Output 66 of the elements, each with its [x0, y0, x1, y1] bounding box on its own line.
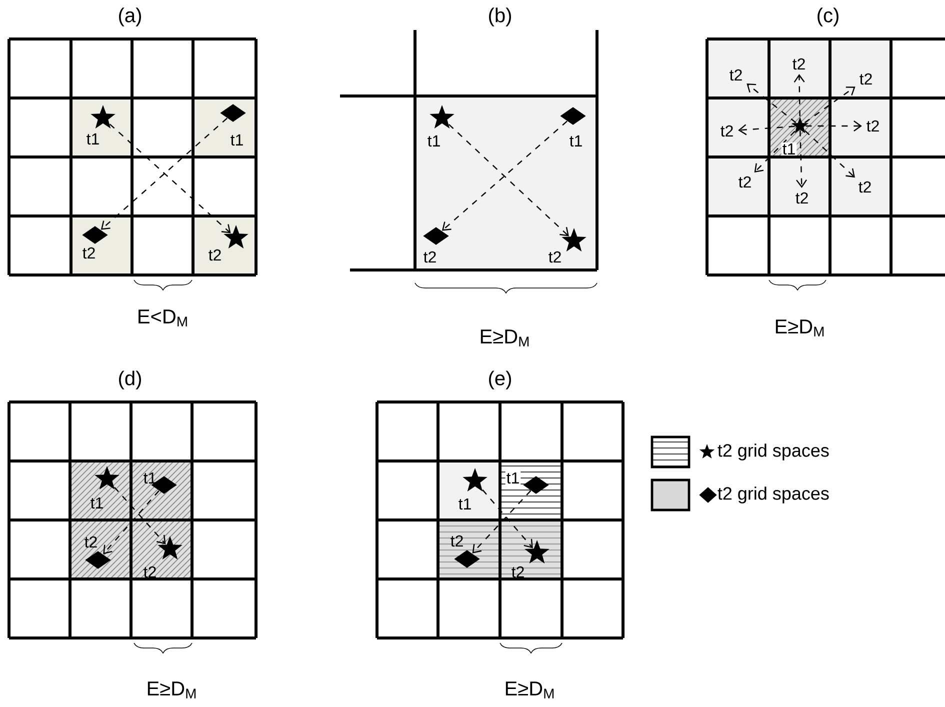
time-label: t2 [144, 566, 156, 578]
time-label: t2 [424, 251, 436, 263]
legend-label: t2 grid spaces [718, 444, 829, 460]
arrow [114, 486, 166, 544]
arrow [109, 124, 231, 234]
time-label: t2 [730, 69, 742, 81]
time-label: t1 [570, 135, 582, 147]
distance-label: E≥D$_{M}$ [480, 330, 529, 346]
diamond-marker [85, 551, 111, 569]
star-marker [224, 225, 248, 249]
distance-label: E≥D$_{M}$ [506, 682, 554, 698]
star-marker [94, 466, 120, 490]
panel-label: (e) [489, 370, 511, 390]
star-marker [524, 540, 550, 564]
diamond-marker [560, 107, 586, 125]
arrow [806, 120, 862, 132]
arrow [482, 489, 533, 548]
arrow [794, 74, 805, 116]
time-label: t2 [84, 536, 97, 548]
time-label: t2 [792, 58, 805, 70]
star-marker [158, 536, 182, 560]
star-marker [791, 117, 809, 134]
arrow [804, 86, 856, 124]
time-label: t2 [860, 73, 872, 85]
distance-label: E≥D$_{M}$ [776, 320, 824, 336]
panel-label: (a) [119, 8, 141, 26]
star-marker [462, 468, 488, 492]
arrow [746, 83, 796, 124]
time-label: t2 [738, 176, 751, 188]
arrow [738, 124, 795, 136]
time-label: t1 [458, 498, 471, 510]
time-label: t2 [858, 181, 871, 193]
time-label: t1 [90, 497, 103, 509]
arrow [804, 130, 855, 178]
arrow [796, 130, 807, 188]
star-marker [562, 228, 586, 252]
arrow [472, 490, 532, 554]
time-label: t2 [866, 120, 879, 132]
time-label: t2 [512, 566, 524, 578]
time-label: t2 [208, 249, 221, 261]
diamond-marker [220, 104, 246, 122]
arrow [103, 490, 160, 554]
diamond-marker [523, 476, 549, 494]
diamond-marker [454, 550, 480, 568]
legend-label: t2 grid spaces [718, 486, 829, 504]
time-label: t2 [796, 192, 808, 204]
time-label: t2 [720, 125, 733, 137]
time-label: t1 [144, 472, 156, 484]
time-label: t2 [450, 535, 463, 547]
arrow [754, 130, 796, 173]
panel-label: (b) [489, 8, 511, 26]
panel-label: (d) [119, 370, 141, 390]
diamond-marker [82, 226, 108, 244]
time-label: t2 [82, 247, 95, 259]
panel-label: (c) [818, 8, 838, 26]
time-label: t2 [548, 251, 561, 263]
star-marker [90, 105, 116, 129]
time-label: t1 [505, 471, 521, 485]
time-label: t1 [428, 135, 440, 147]
time-label: t1 [86, 133, 99, 145]
time-label: t1 [230, 134, 243, 146]
distance-label: E<D$_{M}$ [138, 310, 187, 326]
star-marker [430, 105, 454, 129]
diamond-marker [423, 227, 449, 245]
distance-label: E≥D$_{M}$ [148, 682, 196, 698]
arrow [100, 118, 228, 230]
